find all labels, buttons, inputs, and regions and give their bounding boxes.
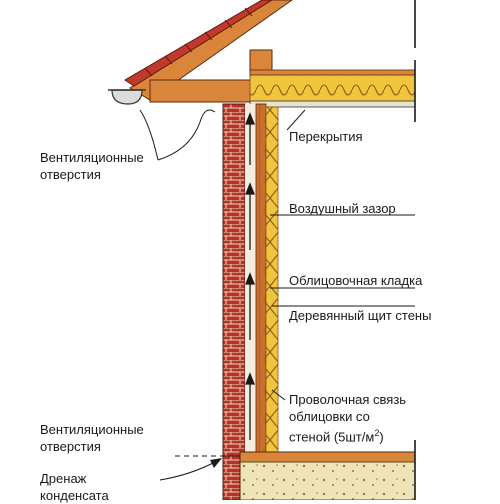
- label-drainage: Дренаж конденсата: [40, 470, 109, 504]
- label-floor-slab: Перекрытия: [289, 129, 363, 144]
- label-ventilation-bottom-line2: отверстия: [40, 439, 101, 454]
- brick-base: [222, 455, 241, 500]
- brick-facing: [222, 103, 246, 457]
- gutter: [111, 89, 143, 105]
- roof-tile-lines: [144, 7, 253, 77]
- ceiling-board: [249, 100, 416, 108]
- label-ventilation-top-line1: Вентиляционные: [40, 150, 144, 165]
- label-air-gap: Воздушный зазор: [289, 201, 396, 216]
- label-wire-tie-line3-sup: 2: [374, 428, 380, 438]
- roof-tiles: [124, 0, 273, 87]
- leader-floor-slab: [286, 109, 306, 131]
- leader-vent-top: [157, 109, 216, 161]
- wall-insulation: [265, 106, 279, 457]
- drainage-arrowhead: [210, 458, 222, 468]
- foundation-slab: [239, 461, 416, 500]
- leader-drainage: [159, 461, 216, 481]
- ceiling-insulation: [249, 73, 416, 103]
- label-timber-wall-panel: Деревянный щит стены: [289, 308, 432, 323]
- floor-slab-timber: [239, 451, 416, 463]
- timber-wall-frame: [255, 103, 267, 457]
- label-drainage-line1: Дренаж: [40, 471, 87, 486]
- ceiling-joist: [249, 69, 416, 76]
- label-ventilation-bottom: Вентиляционные отверстия: [40, 421, 144, 455]
- leader-lines: [139, 109, 415, 481]
- label-drainage-line2: конденсата: [40, 488, 109, 503]
- ceiling-slab: [249, 69, 416, 108]
- label-wire-tie-line1: Проволочная связь: [289, 392, 407, 407]
- label-wire-tie: Проволочная связь облицовки со стеной (5…: [289, 391, 406, 445]
- label-wire-tie-line3-prefix: стеной (5шт/м: [289, 429, 375, 445]
- eave-soffit: [149, 79, 251, 103]
- label-ventilation-bottom-line1: Вентиляционные: [40, 422, 144, 437]
- air-flow-arrows: [245, 112, 255, 440]
- label-wire-tie-line3-suffix: ): [379, 429, 384, 445]
- foundation: [222, 451, 416, 500]
- leader-wire-tie: [271, 389, 286, 401]
- label-wire-tie-line3: стеной (5шт/м2): [289, 425, 406, 445]
- label-ventilation-top: Вентиляционные отверстия: [40, 149, 144, 183]
- label-facing-masonry: Облицовочная кладка: [289, 273, 423, 288]
- label-wire-tie-line2: облицовки со: [289, 409, 370, 424]
- label-ventilation-top-line2: отверстия: [40, 167, 101, 182]
